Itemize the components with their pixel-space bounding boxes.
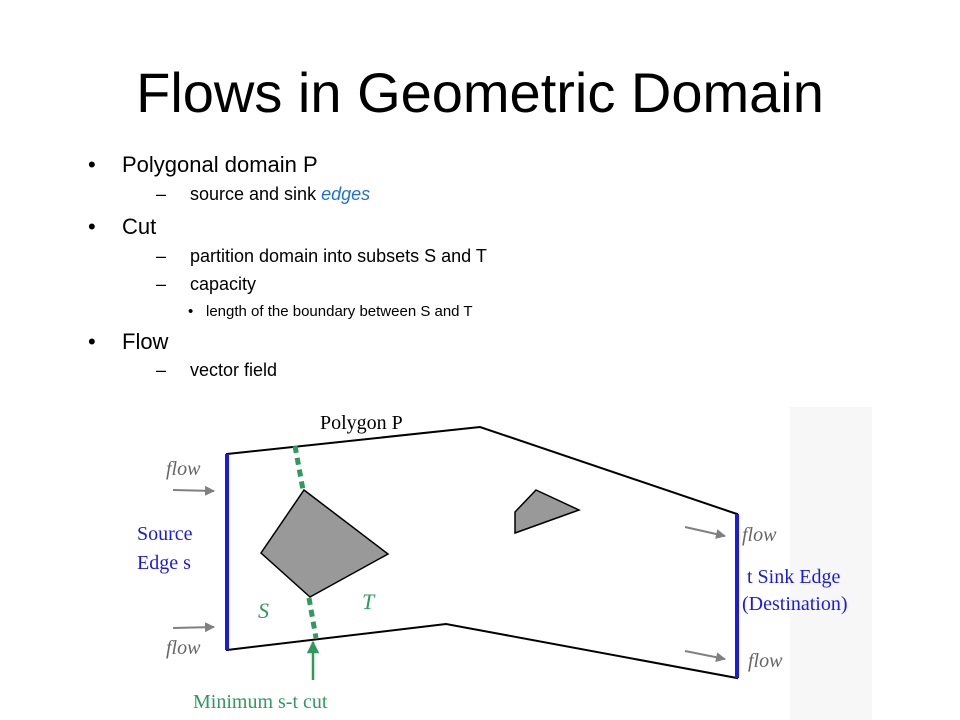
bullet-marker: •: [88, 214, 96, 239]
background-panel: [790, 407, 872, 720]
flow-label-in-top: flow: [166, 458, 201, 480]
bullet-cut: Cut: [122, 214, 157, 239]
dash-marker: –: [156, 360, 167, 380]
region-s-label: S: [258, 598, 269, 623]
region-t-label: T: [362, 589, 376, 614]
bullet-polygonal-domain: Polygonal domain P: [122, 152, 318, 177]
dash-marker: –: [156, 246, 167, 266]
emphasis-edges: edges: [321, 184, 371, 204]
flow-arrow-in-top: [172, 485, 215, 496]
dash-marker: –: [156, 184, 167, 204]
bullet-source-sink-edges: source and sink edges: [190, 184, 370, 205]
flow-label-out-top: flow: [742, 524, 777, 546]
polygon-label: Polygon P: [320, 412, 403, 434]
bullet-list: • Polygonal domain P – source and sink e…: [88, 152, 487, 380]
cut-label: Minimum s-t cut: [193, 691, 328, 713]
bullet-text: source and sink: [190, 184, 322, 204]
flow-label-in-bottom: flow: [166, 637, 201, 659]
obstacle-large: [260, 488, 390, 598]
bullet-marker: •: [88, 152, 96, 177]
bullet-capacity: capacity: [190, 274, 257, 294]
obstacle-small: [514, 489, 581, 535]
bullet-vector-field: vector field: [190, 360, 278, 380]
flow-arrow-out-bottom: [684, 650, 726, 663]
cut-segment-lower: [306, 597, 319, 639]
dash-marker: –: [156, 274, 167, 294]
sink-label-line2: (Destination): [742, 593, 848, 615]
source-label-line2: Edge s: [137, 552, 191, 574]
bullet-flow: Flow: [122, 329, 169, 354]
bullet-boundary-length: length of the boundary between S and T: [206, 303, 473, 320]
source-label-line1: Source: [137, 523, 193, 545]
bullet-marker-small: •: [188, 303, 194, 320]
flow-arrow-out-top: [684, 526, 726, 539]
sink-label-line1: t Sink Edge: [747, 566, 840, 588]
cut-segment-upper: [292, 445, 306, 491]
slide-title: Flows in Geometric Domain: [136, 61, 824, 124]
flow-label-out-bottom: flow: [748, 650, 783, 672]
bullet-partition: partition domain into subsets S and T: [190, 246, 487, 266]
flow-arrow-in-bottom: [172, 622, 215, 633]
bullet-marker: •: [88, 329, 96, 354]
